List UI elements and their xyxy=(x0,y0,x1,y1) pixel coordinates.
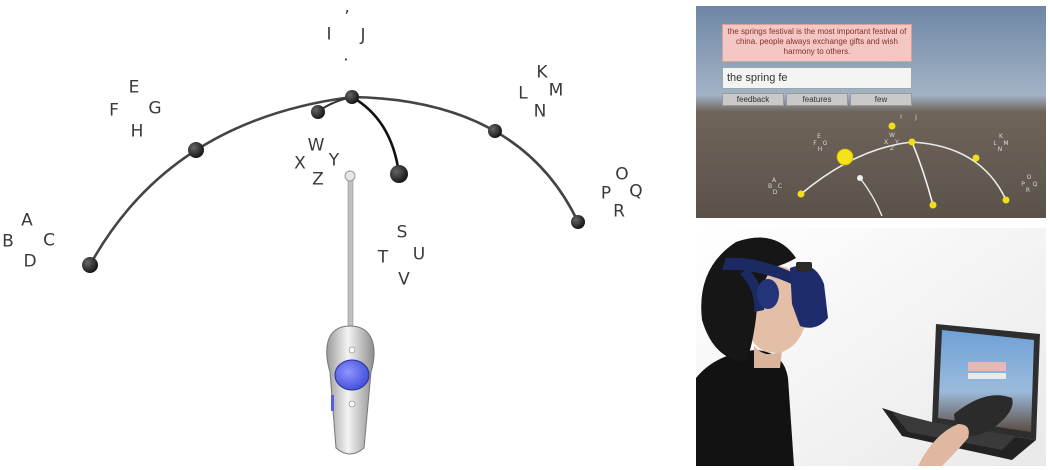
vr-letter-h: H xyxy=(817,146,823,153)
letter-apostrophe: ’ xyxy=(344,7,350,28)
vr-arc-keyboard xyxy=(797,122,1010,217)
arc-node-efgh xyxy=(188,142,204,158)
main-arc xyxy=(88,95,580,266)
vr-letter-g: G xyxy=(822,140,828,147)
letter-h: H xyxy=(130,121,144,142)
letter-x: X xyxy=(294,153,306,174)
vr-letter-n: N xyxy=(997,146,1003,153)
user-with-headset-illustration xyxy=(696,228,1046,466)
vr-controller xyxy=(326,325,375,455)
vr-letter-o: O xyxy=(1026,174,1032,181)
letter-a: A xyxy=(21,210,33,231)
letter-z: Z xyxy=(312,169,324,190)
arc-node-klmn xyxy=(488,124,502,138)
letter-r: R xyxy=(613,201,625,222)
letter-w: W xyxy=(307,135,325,156)
vr-letter-r: R xyxy=(1025,187,1031,194)
letter-p: P xyxy=(600,183,612,204)
arc-node-top xyxy=(345,90,359,104)
suggestion-feedback[interactable]: feedback xyxy=(722,93,784,106)
arc-node-branch-end xyxy=(390,165,408,183)
vr-cursor-ball xyxy=(836,148,854,166)
letter-y: Y xyxy=(328,150,340,171)
letter-e: E xyxy=(128,77,140,98)
text-input-field[interactable]: the spring fe xyxy=(722,67,912,89)
controller-ray xyxy=(347,176,354,333)
arc-node-abcd xyxy=(82,257,98,273)
letter-k: K xyxy=(536,62,548,83)
vr-letter-b: B xyxy=(767,183,773,190)
suggestion-few[interactable]: few xyxy=(850,93,912,106)
vr-letter-j: J xyxy=(915,114,917,121)
vr-headset xyxy=(790,265,828,328)
letter-i: I xyxy=(326,24,332,45)
letter-n: N xyxy=(533,101,547,122)
vr-letter-l: L xyxy=(993,140,997,147)
arc-node-opqr xyxy=(571,215,585,229)
letter-t: T xyxy=(377,247,389,268)
letter-o: O xyxy=(615,164,629,185)
vr-letter-y: Y xyxy=(895,139,899,146)
user-photo xyxy=(696,228,1046,466)
vr-letter-m: M xyxy=(1003,140,1009,147)
letter-c: C xyxy=(43,230,55,251)
letter-b: B xyxy=(2,231,14,252)
vr-letter-k: K xyxy=(999,133,1003,140)
branch-arc xyxy=(351,95,401,175)
letter-q: Q xyxy=(629,181,643,202)
letter-j: J xyxy=(360,25,366,46)
vr-letter-q: Q xyxy=(1032,181,1038,188)
vr-letter-w: W xyxy=(889,132,895,139)
vr-letter-f: F xyxy=(813,140,817,147)
vr-letter-a: A xyxy=(771,177,777,184)
letter-v: V xyxy=(398,269,410,290)
letter-l: L xyxy=(518,83,528,104)
letter-u: U xyxy=(412,244,426,265)
letter-d: D xyxy=(23,251,37,272)
vr-letter-d: D xyxy=(772,189,778,196)
vr-letter-x: X xyxy=(883,139,889,146)
target-sentence: the springs festival is the most importa… xyxy=(722,24,912,62)
letter-f: F xyxy=(109,100,119,121)
arc-node-small xyxy=(311,105,325,119)
letter-g: G xyxy=(148,98,162,119)
letter-m: M xyxy=(548,80,564,101)
vr-letter-c: C xyxy=(777,183,783,190)
person-sweater xyxy=(696,350,794,466)
vr-letter-i: I xyxy=(900,114,902,121)
vr-letter-e: E xyxy=(817,133,821,140)
controller-trackpad xyxy=(334,359,370,391)
vr-letter-z: Z xyxy=(889,145,895,152)
vr-screenshot: the springs festival is the most importa… xyxy=(696,6,1046,218)
letter-period: . xyxy=(343,45,349,66)
ray-tip xyxy=(344,170,356,182)
suggestion-features[interactable]: features xyxy=(786,93,848,106)
arc-keyboard-diagram xyxy=(82,90,585,455)
vr-letter-p: P xyxy=(1021,181,1025,188)
letter-s: S xyxy=(396,222,408,243)
